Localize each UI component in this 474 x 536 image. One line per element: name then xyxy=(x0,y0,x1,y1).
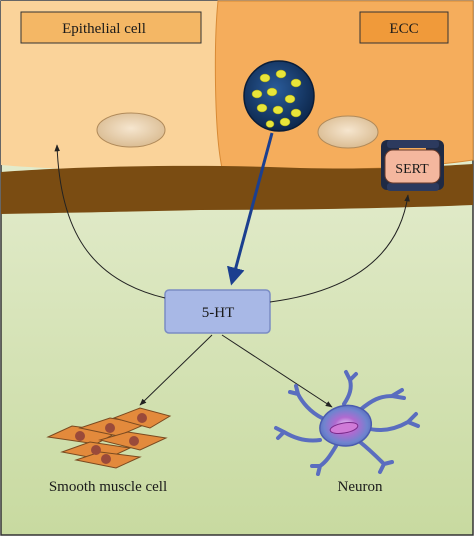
epithelial-cell-label: Epithelial cell xyxy=(62,21,146,37)
granule-dots xyxy=(251,69,302,128)
arrow-to-smooth-muscle xyxy=(139,334,213,406)
epithelial-nucleus xyxy=(96,112,166,148)
ecc-label: ECC xyxy=(389,21,418,37)
release-arrow xyxy=(227,132,274,286)
arrow-to-neuron xyxy=(221,334,333,408)
epithelial-cell-label-box xyxy=(20,11,202,44)
arrow-to-sert xyxy=(269,194,410,303)
serotonin-granule-vesicle xyxy=(243,60,315,132)
neuron-label: Neuron xyxy=(338,479,383,495)
sert-label: SERT xyxy=(395,162,429,177)
neuron xyxy=(274,370,420,476)
sert-transporter: SERT xyxy=(381,140,444,191)
smooth-muscle-nuclei xyxy=(75,413,147,464)
arrow-to-epithelial xyxy=(54,144,166,299)
ecc-nucleus xyxy=(317,115,379,149)
basement-membrane xyxy=(1,164,473,214)
ecc-label-box xyxy=(359,11,449,44)
smooth-muscle-cell-label: Smooth muscle cell xyxy=(49,479,167,495)
serotonin-label: 5-HT xyxy=(202,305,235,321)
serotonin-box xyxy=(164,289,271,334)
neuron-nucleus xyxy=(329,422,359,434)
sert-box xyxy=(384,149,441,184)
